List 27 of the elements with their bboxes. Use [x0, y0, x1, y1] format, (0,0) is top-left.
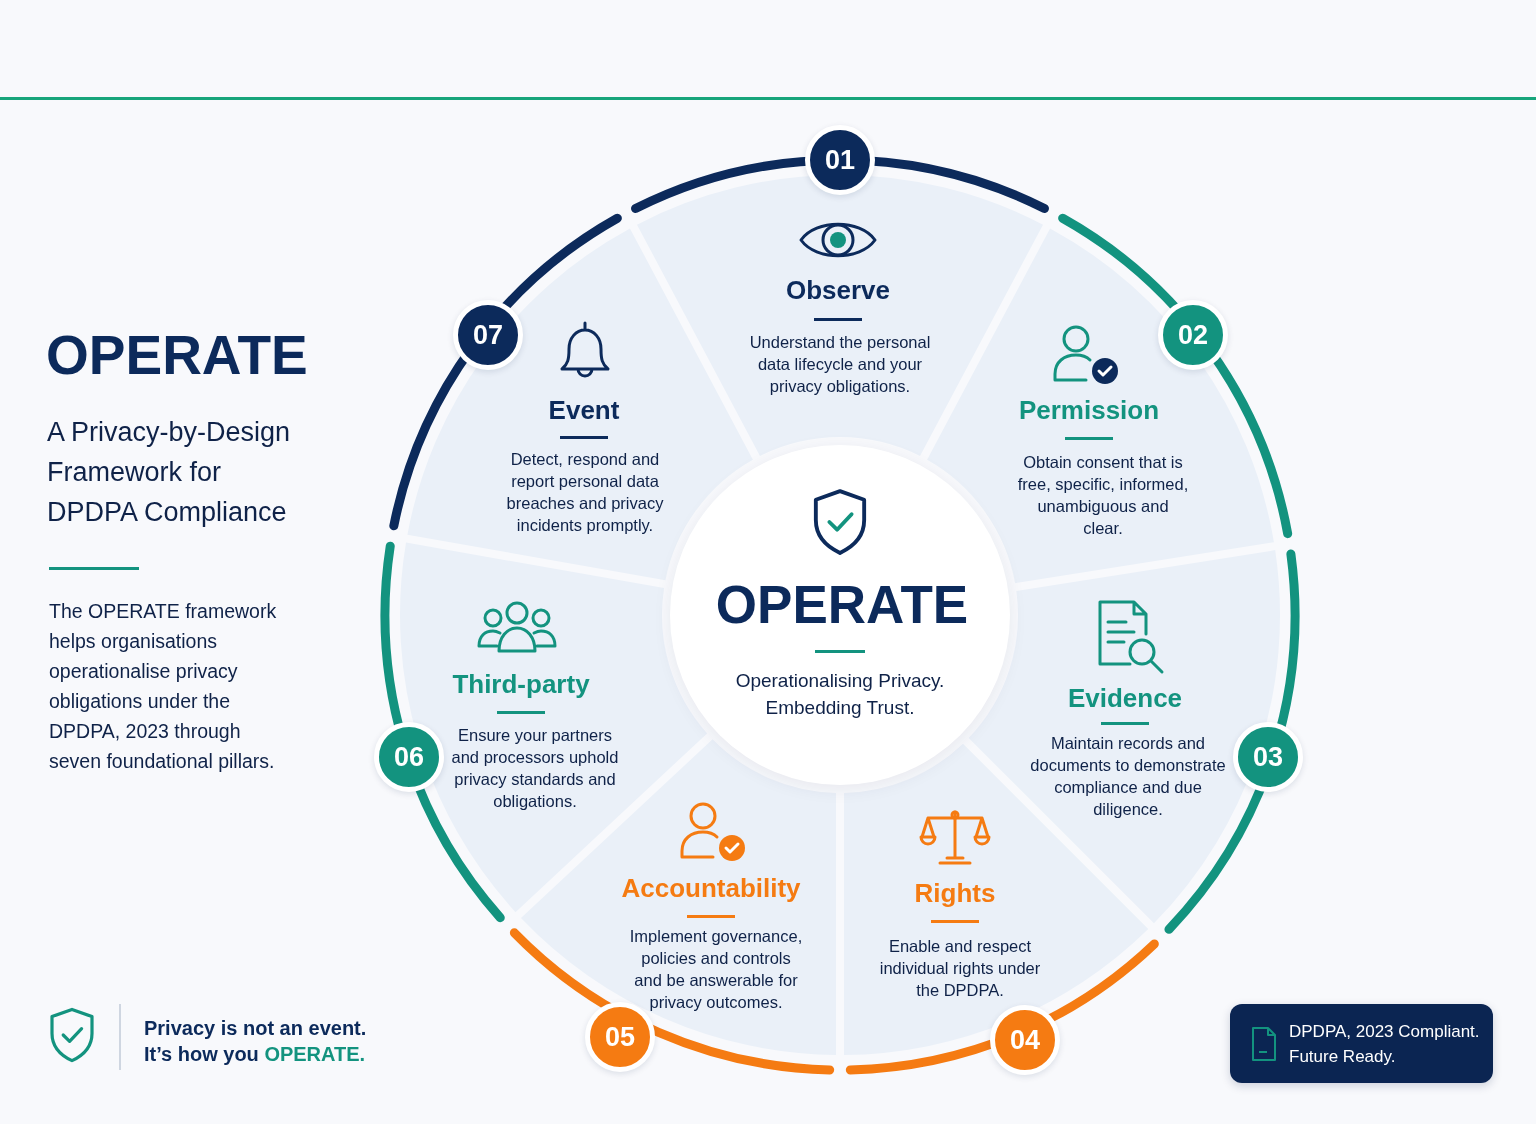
tagline: Privacy is not an event. It’s how you OPERATE. [144, 1016, 368, 1067]
pillar-description: Ensure your partners and processors uphold privacy standards and obligations. [450, 725, 620, 812]
pillar-title: Observe [785, 274, 891, 306]
hub-title: OPERATE [715, 575, 969, 635]
pillar-title: Third-party [452, 668, 590, 700]
step-number: 03 [1233, 722, 1303, 792]
step-number: 01 [805, 125, 875, 195]
pillar-title: Evidence [1067, 682, 1183, 714]
step-number: 04 [990, 1005, 1060, 1075]
pillar-title: Accountability [621, 872, 801, 904]
pillar-title: Rights [914, 877, 996, 909]
compliance-banner [1230, 1004, 1493, 1083]
hub-tagline: Operationalising Privacy. Embedding Trust. [734, 669, 946, 720]
pillar-description: Understand the personal data lifecycle and your privacy obligations. [748, 332, 932, 397]
pillar-description: Detect, respond and report personal data breaches and privacy incidents promptly. [505, 449, 665, 536]
banner-text: DPDPA, 2023 Compliant. Future Ready. [1289, 1021, 1481, 1068]
step-number: 06 [374, 722, 444, 792]
subtitle: A Privacy-by-Design Framework for DPDPA Compliance [47, 416, 292, 529]
step-number: 07 [453, 300, 523, 370]
intro-paragraph: The OPERATE framework helps organisations operationalise privacy obligations under the DPDPA, 2023 through seven foundational pillars. [49, 599, 278, 774]
step-number: 02 [1158, 300, 1228, 370]
pillar-description: Obtain consent that is free, specific, informed, unambiguous and clear. [1016, 452, 1190, 539]
page-title: OPERATE [46, 323, 308, 388]
pillar-title: Permission [1018, 394, 1160, 426]
pillar-title: Event [548, 394, 620, 426]
pillar-description: Enable and respect individual rights under the DPDPA. [878, 936, 1042, 1001]
pillar-description: Maintain records and documents to demonstrate compliance and due diligence. [1029, 733, 1227, 820]
